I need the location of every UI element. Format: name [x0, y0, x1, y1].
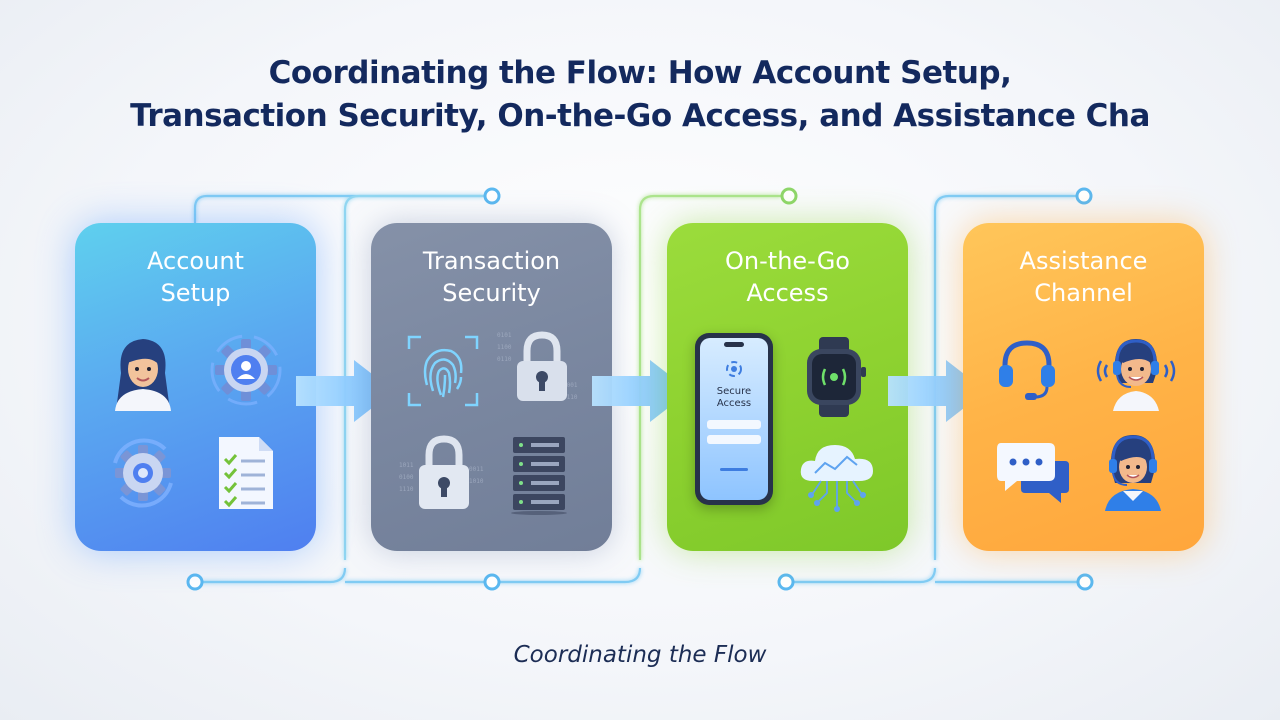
svg-text:0100: 0100 — [399, 474, 414, 481]
card-label-line-1: On-the-Go — [725, 247, 850, 275]
connector-node — [777, 573, 795, 591]
connector-node — [186, 573, 204, 591]
smartwatch-icon — [807, 337, 866, 417]
headset-icon — [999, 340, 1055, 400]
fingerprint-icon — [407, 335, 479, 407]
connector-top-4 — [933, 194, 1076, 560]
card-on-the-go-access: On-the-Go Access Secure Access — [667, 223, 908, 551]
support-agent-icon — [1096, 339, 1176, 411]
connector-top-2 — [343, 194, 484, 560]
connector-top-3 — [638, 194, 781, 560]
flow-arrow-right-icon — [296, 360, 394, 422]
connector-node — [780, 187, 798, 205]
checklist-document-icon — [219, 437, 273, 509]
svg-text:1011: 1011 — [399, 462, 414, 469]
cloud-network-icon — [800, 445, 873, 512]
connector-bottom-3 — [786, 567, 937, 584]
diagram-caption: Coordinating the Flow — [513, 642, 767, 668]
svg-text:0110: 0110 — [497, 356, 512, 363]
svg-text:1110: 1110 — [399, 486, 414, 493]
smartphone-icon: Secure Access — [695, 333, 773, 505]
svg-text:1001: 1001 — [563, 382, 578, 389]
card-label: Transaction Security — [371, 245, 612, 309]
phone-input-field — [707, 420, 761, 429]
card-label-line-2: Security — [442, 279, 541, 307]
svg-text:0011: 0011 — [469, 466, 484, 473]
card-label-line-1: Account — [147, 247, 244, 275]
shield-icon — [726, 361, 742, 377]
support-agent-icon — [1105, 435, 1161, 511]
title-line-2: Transaction Security, On-the-Go Access, … — [130, 98, 1150, 134]
svg-text:1010: 1010 — [469, 478, 484, 485]
connector-node — [1075, 187, 1093, 205]
card-label-line-2: Channel — [1034, 279, 1133, 307]
connector-node — [483, 187, 501, 205]
card-label-line-2: Access — [746, 279, 829, 307]
svg-text:0110: 0110 — [563, 394, 578, 401]
woman-avatar-icon — [115, 339, 171, 411]
phone-screen: Secure Access — [700, 338, 768, 500]
server-rack-icon — [511, 437, 567, 515]
svg-text:1100: 1100 — [497, 344, 512, 351]
gear-user-icon — [210, 334, 282, 406]
card-label: On-the-Go Access — [667, 245, 908, 309]
connector-node — [1076, 573, 1094, 591]
title-line-1: Coordinating the Flow: How Account Setup… — [268, 55, 1012, 91]
card-label-line-1: Assistance — [1019, 247, 1148, 275]
connector-bottom-1 — [195, 567, 347, 584]
phone-button — [720, 468, 748, 471]
card-assistance-channel: Assistance Channel — [963, 223, 1204, 551]
phone-text-access: Access — [716, 398, 752, 409]
connector-node — [483, 573, 501, 591]
flow-arrow-right-icon — [888, 360, 986, 422]
connector-bottom-2 — [345, 567, 642, 584]
svg-text:0101: 0101 — [497, 332, 512, 339]
flow-arrow-right-icon — [592, 360, 690, 422]
phone-text-secure: Secure — [716, 386, 752, 397]
card-label-line-2: Setup — [160, 279, 231, 307]
gear-cycle-icon — [113, 438, 173, 508]
card-label-line-1: Transaction — [422, 247, 561, 275]
padlock-icon: 1011 0100 1110 0011 1010 — [399, 435, 484, 509]
chat-bubble-icon — [997, 443, 1069, 503]
phone-input-field — [707, 435, 761, 444]
card-account-setup: Account Setup — [75, 223, 316, 551]
card-label: Account Setup — [75, 245, 316, 309]
page-title: Coordinating the Flow: How Account Setup… — [0, 52, 1280, 138]
connector-top-1 — [193, 194, 484, 223]
padlock-icon: 0101 1100 0110 1001 0110 — [497, 331, 578, 401]
card-label: Assistance Channel — [963, 245, 1204, 309]
